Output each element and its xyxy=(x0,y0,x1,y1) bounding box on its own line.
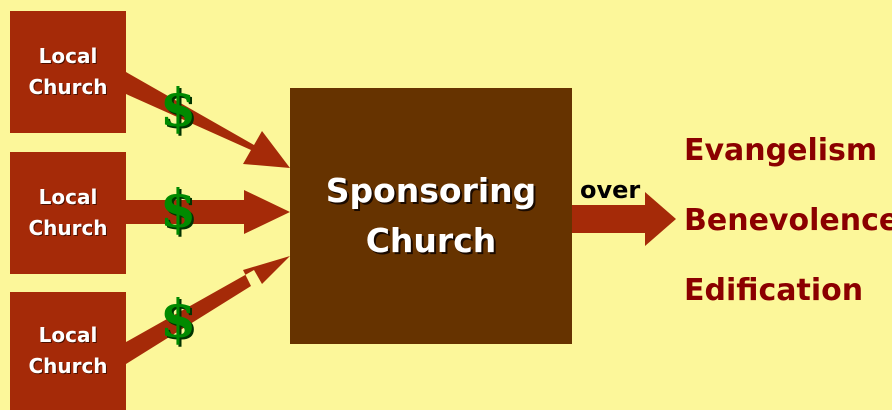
purpose-evangelism: Evangelism xyxy=(684,133,878,168)
arrow-bottom-to-sponsor xyxy=(126,256,290,364)
arrow-sponsor-to-purposes xyxy=(572,192,676,246)
dollar-icon-2: $ xyxy=(160,179,197,240)
arrow-middle-to-sponsor xyxy=(126,190,290,234)
local-church-label-3: Local Church xyxy=(28,323,108,378)
sponsoring-church-box: Sponsoring Church xyxy=(290,88,572,344)
arrow-top-to-sponsor xyxy=(126,72,290,168)
dollar-icon-1: $ xyxy=(160,78,197,139)
sponsoring-church-label: Sponsoring Church xyxy=(325,171,537,260)
local-church-box-3: Local Church xyxy=(10,292,126,410)
over-label: over xyxy=(580,176,641,204)
local-church-box-1: Local Church xyxy=(10,11,126,133)
local-church-label-1: Local Church xyxy=(28,44,108,99)
dollar-icon-3: $ xyxy=(160,289,197,350)
purpose-edification: Edification xyxy=(684,273,864,308)
local-church-box-2: Local Church xyxy=(10,152,126,274)
purpose-benevolence: Benevolence xyxy=(684,203,892,238)
local-church-label-2: Local Church xyxy=(28,185,108,240)
